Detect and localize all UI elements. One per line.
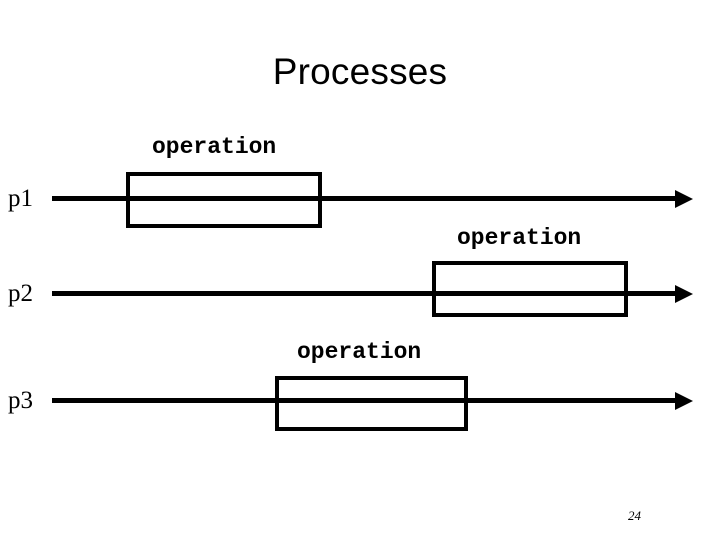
timeline-shaft-p1 [52, 196, 677, 201]
process-label-p1: p1 [8, 185, 33, 212]
operation-box-p3[interactable] [275, 376, 468, 431]
page-number: 24 [628, 508, 641, 523]
timeline-shaft-p3 [52, 398, 677, 403]
operation-caption-p2: operation [457, 225, 582, 251]
process-label-p2: p2 [8, 280, 33, 307]
operation-box-p1[interactable] [126, 172, 322, 228]
timeline-arrow-icon-p3 [675, 392, 693, 410]
operation-caption-p3: operation [297, 339, 422, 365]
operation-caption-p1: operation [152, 134, 277, 160]
process-label-p3: p3 [8, 387, 33, 414]
timeline-shaft-p2 [52, 291, 677, 296]
timeline-arrow-icon-p1 [675, 190, 693, 208]
timeline-arrow-icon-p2 [675, 285, 693, 303]
page-title: Processes [272, 51, 448, 92]
operation-box-p2[interactable] [432, 261, 628, 317]
